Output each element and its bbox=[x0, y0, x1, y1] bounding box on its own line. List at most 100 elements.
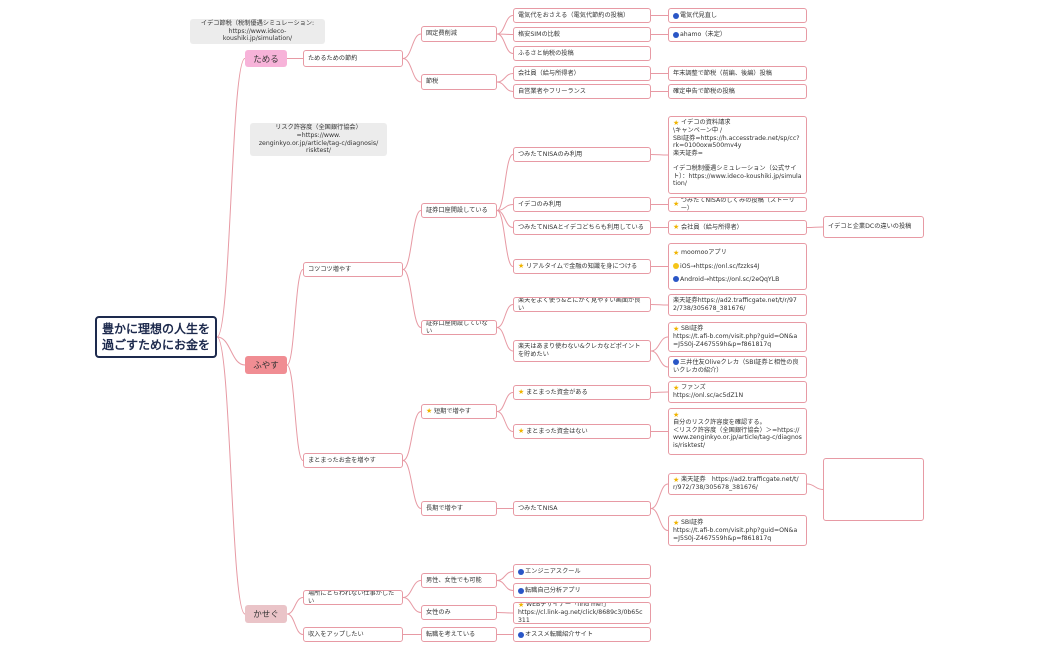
node-kotsukotsu[interactable]: コツコツ増やす bbox=[303, 262, 403, 277]
node-text: 楽天証券 https://ad2.trafficgate.net/t/r/972… bbox=[673, 476, 799, 492]
node-engineer[interactable]: エンジニアスクール bbox=[513, 564, 651, 579]
connector-line bbox=[496, 580, 514, 591]
connector-line bbox=[402, 411, 422, 461]
node-text: まとまった資金はない bbox=[526, 427, 588, 435]
star-icon bbox=[673, 250, 680, 257]
connector-line bbox=[496, 411, 514, 432]
node-text: 会社員（給与所得者） bbox=[681, 223, 743, 231]
node-chouki-rakuten[interactable]: 楽天証券 https://ad2.trafficgate.net/t/r/972… bbox=[668, 473, 807, 495]
connector-line bbox=[402, 580, 422, 598]
node-kotei[interactable]: 固定費削減 bbox=[421, 26, 497, 42]
node-denki[interactable]: 電気代をおさえる（電気代節約の投稿） bbox=[513, 8, 651, 23]
node-text: ahamo（未定） bbox=[680, 30, 727, 38]
node-realtime[interactable]: リアルタイムで金融の知識を身につける bbox=[513, 259, 651, 274]
node-kaishain-note[interactable]: 年末調整で節税（前編、後編）投稿 bbox=[668, 66, 807, 81]
node-rakuten-less-note2[interactable]: 三井住友Oliveクレカ（SBI証券と相性の良いクレカの紹介） bbox=[668, 356, 807, 378]
node-setsuzei[interactable]: 節税 bbox=[421, 74, 497, 90]
connector-line bbox=[650, 391, 669, 393]
node-tameru-setsuyaku[interactable]: ためるための節約 bbox=[303, 50, 403, 67]
node-tanki[interactable]: 短期で増やす bbox=[421, 404, 497, 419]
connector-line bbox=[216, 58, 246, 338]
node-tenshoku[interactable]: 転職を考えている bbox=[421, 627, 497, 642]
node-furusato[interactable]: ふるさと納税の投稿 bbox=[513, 46, 651, 61]
category-kasegu[interactable]: かせぐ bbox=[245, 605, 287, 623]
node-text: WEBデザイナー「find me!」 https://cl.link-ag.ne… bbox=[518, 602, 643, 624]
node-sim[interactable]: 格安SIMの比較 bbox=[513, 27, 651, 42]
connector-line bbox=[496, 571, 514, 581]
node-text: SBI証券 https://t.afi-b.com/visit.php?guid… bbox=[673, 325, 798, 348]
blue-circle-icon bbox=[673, 31, 679, 38]
connector-line bbox=[496, 81, 514, 92]
blue-circle-icon bbox=[518, 587, 524, 594]
node-rakuten-use-note[interactable]: 楽天証券https://ad2.trafficgate.net/t/r/972/… bbox=[668, 294, 807, 316]
node-jiko-bunseki[interactable]: 転職自己分析アプリ bbox=[513, 583, 651, 598]
node-both-note[interactable]: 会社員（給与所得者） bbox=[668, 220, 807, 235]
node-text: iOS→https://onl.sc/fzzks4J bbox=[680, 262, 760, 270]
node-chouki-empty[interactable] bbox=[823, 458, 924, 521]
connector-line bbox=[286, 613, 304, 635]
connector-line bbox=[216, 336, 246, 366]
node-ideco-only-note[interactable]: つみたてNISAのしくみの投稿（ストーリー） bbox=[668, 197, 807, 212]
node-tanki-nashi-note[interactable]: 自分のリスク許容度を確認する。 ＜リスク許容度（全国銀行協会）＞=https:/… bbox=[668, 408, 807, 455]
node-jiei-note[interactable]: 確定申告で節税の投稿 bbox=[668, 84, 807, 99]
node-text: 三井住友Oliveクレカ（SBI証券と相性の良いクレカの紹介） bbox=[673, 359, 799, 374]
node-danjo[interactable]: 男性、女性でも可能 bbox=[421, 573, 497, 588]
node-tanki-ari[interactable]: まとまった資金がある bbox=[513, 385, 651, 400]
node-chouki-sbi[interactable]: SBI証券 https://t.afi-b.com/visit.php?guid… bbox=[668, 515, 807, 546]
connector-line bbox=[286, 364, 304, 461]
node-tsumitate-nisa[interactable]: つみたてNISA bbox=[513, 501, 651, 516]
node-matomatta-fuyasu[interactable]: まとまったお金を増やす bbox=[303, 453, 403, 468]
root-topic[interactable]: 豊かに理想の人生を 過ごすためにお金を bbox=[95, 316, 217, 358]
connector-line bbox=[496, 392, 514, 412]
node-josei[interactable]: 女性のみ bbox=[421, 605, 497, 620]
connector-line bbox=[650, 508, 669, 531]
node-text: 短期で増やす bbox=[434, 407, 472, 415]
node-ideco-only[interactable]: イデコのみ利用 bbox=[513, 197, 651, 212]
node-text: ファンズ https://onl.sc/ac5dZ1N bbox=[673, 384, 744, 400]
node-osusume[interactable]: オススメ転職紹介サイト bbox=[513, 627, 651, 642]
connector-line bbox=[496, 304, 514, 328]
node-tsumitate-only-note[interactable]: イデコの資料請求 \キャンペーン中 / SBI証券=https://h.acce… bbox=[668, 116, 807, 194]
node-realtime-note[interactable]: moomooアプリ iOS→https://onl.sc/fzzks4J And… bbox=[668, 243, 807, 290]
node-both-note2[interactable]: イデコと企業DCの違いの投稿 bbox=[823, 216, 924, 238]
node-sim-note[interactable]: ahamo（未定） bbox=[668, 27, 807, 42]
star-icon bbox=[673, 326, 680, 333]
node-tanki-ari-note[interactable]: ファンズ https://onl.sc/ac5dZ1N bbox=[668, 381, 807, 403]
node-basho[interactable]: 場所にとらわれない仕事がしたい bbox=[303, 590, 403, 605]
node-jiei[interactable]: 自営業者やフリーランス bbox=[513, 84, 651, 99]
node-kaishain[interactable]: 会社員（給与所得者） bbox=[513, 66, 651, 81]
node-rakuten-use[interactable]: 楽天をよく使う&とにかく見やすい画面が良い bbox=[513, 297, 651, 312]
node-kouza-nashi[interactable]: 証券口座開設していない bbox=[421, 320, 497, 335]
node-denki-note[interactable]: 電気代見直し bbox=[668, 8, 807, 23]
node-both[interactable]: つみたてNISAとイデコどちらも利用している bbox=[513, 220, 651, 235]
connector-line bbox=[286, 597, 304, 615]
connector-line bbox=[496, 154, 514, 211]
star-icon bbox=[673, 477, 680, 484]
node-tsumitate-only[interactable]: つみたてNISAのみ利用 bbox=[513, 147, 651, 162]
connector-line bbox=[650, 350, 669, 368]
connector-line bbox=[286, 269, 304, 366]
node-rakuten-less-note1[interactable]: SBI証券 https://t.afi-b.com/visit.php?guid… bbox=[668, 322, 807, 352]
node-text: moomooアプリ bbox=[681, 248, 727, 256]
star-icon bbox=[518, 428, 525, 435]
node-rakuten-less[interactable]: 楽天はあまり使わない&クレカなどポイントを貯めたい bbox=[513, 340, 651, 362]
blue-circle-icon bbox=[673, 276, 679, 283]
star-icon bbox=[673, 201, 680, 208]
node-tanki-nashi[interactable]: まとまった資金はない bbox=[513, 424, 651, 439]
node-text: エンジニアスクール bbox=[525, 567, 581, 575]
star-icon bbox=[673, 412, 680, 419]
star-icon bbox=[518, 603, 525, 609]
connector-line bbox=[650, 336, 669, 352]
node-chouki[interactable]: 長期で増やす bbox=[421, 501, 497, 516]
node-kouza-ari[interactable]: 証券口座開設している bbox=[421, 203, 497, 218]
node-web-designer[interactable]: WEBデザイナー「find me!」 https://cl.link-ag.ne… bbox=[513, 602, 651, 624]
connector-line bbox=[496, 73, 514, 83]
category-fuyasu[interactable]: ふやす bbox=[245, 356, 287, 374]
connector-line bbox=[650, 483, 669, 509]
category-tameru[interactable]: ためる bbox=[245, 50, 287, 67]
node-shunyu[interactable]: 収入をアップしたい bbox=[303, 627, 403, 642]
yellow-circle-icon bbox=[673, 262, 679, 269]
node-text: 電気代見直し bbox=[680, 11, 718, 19]
node-text: イデコの資料請求 \キャンペーン中 / SBI証券=https://h.acce… bbox=[673, 119, 802, 188]
